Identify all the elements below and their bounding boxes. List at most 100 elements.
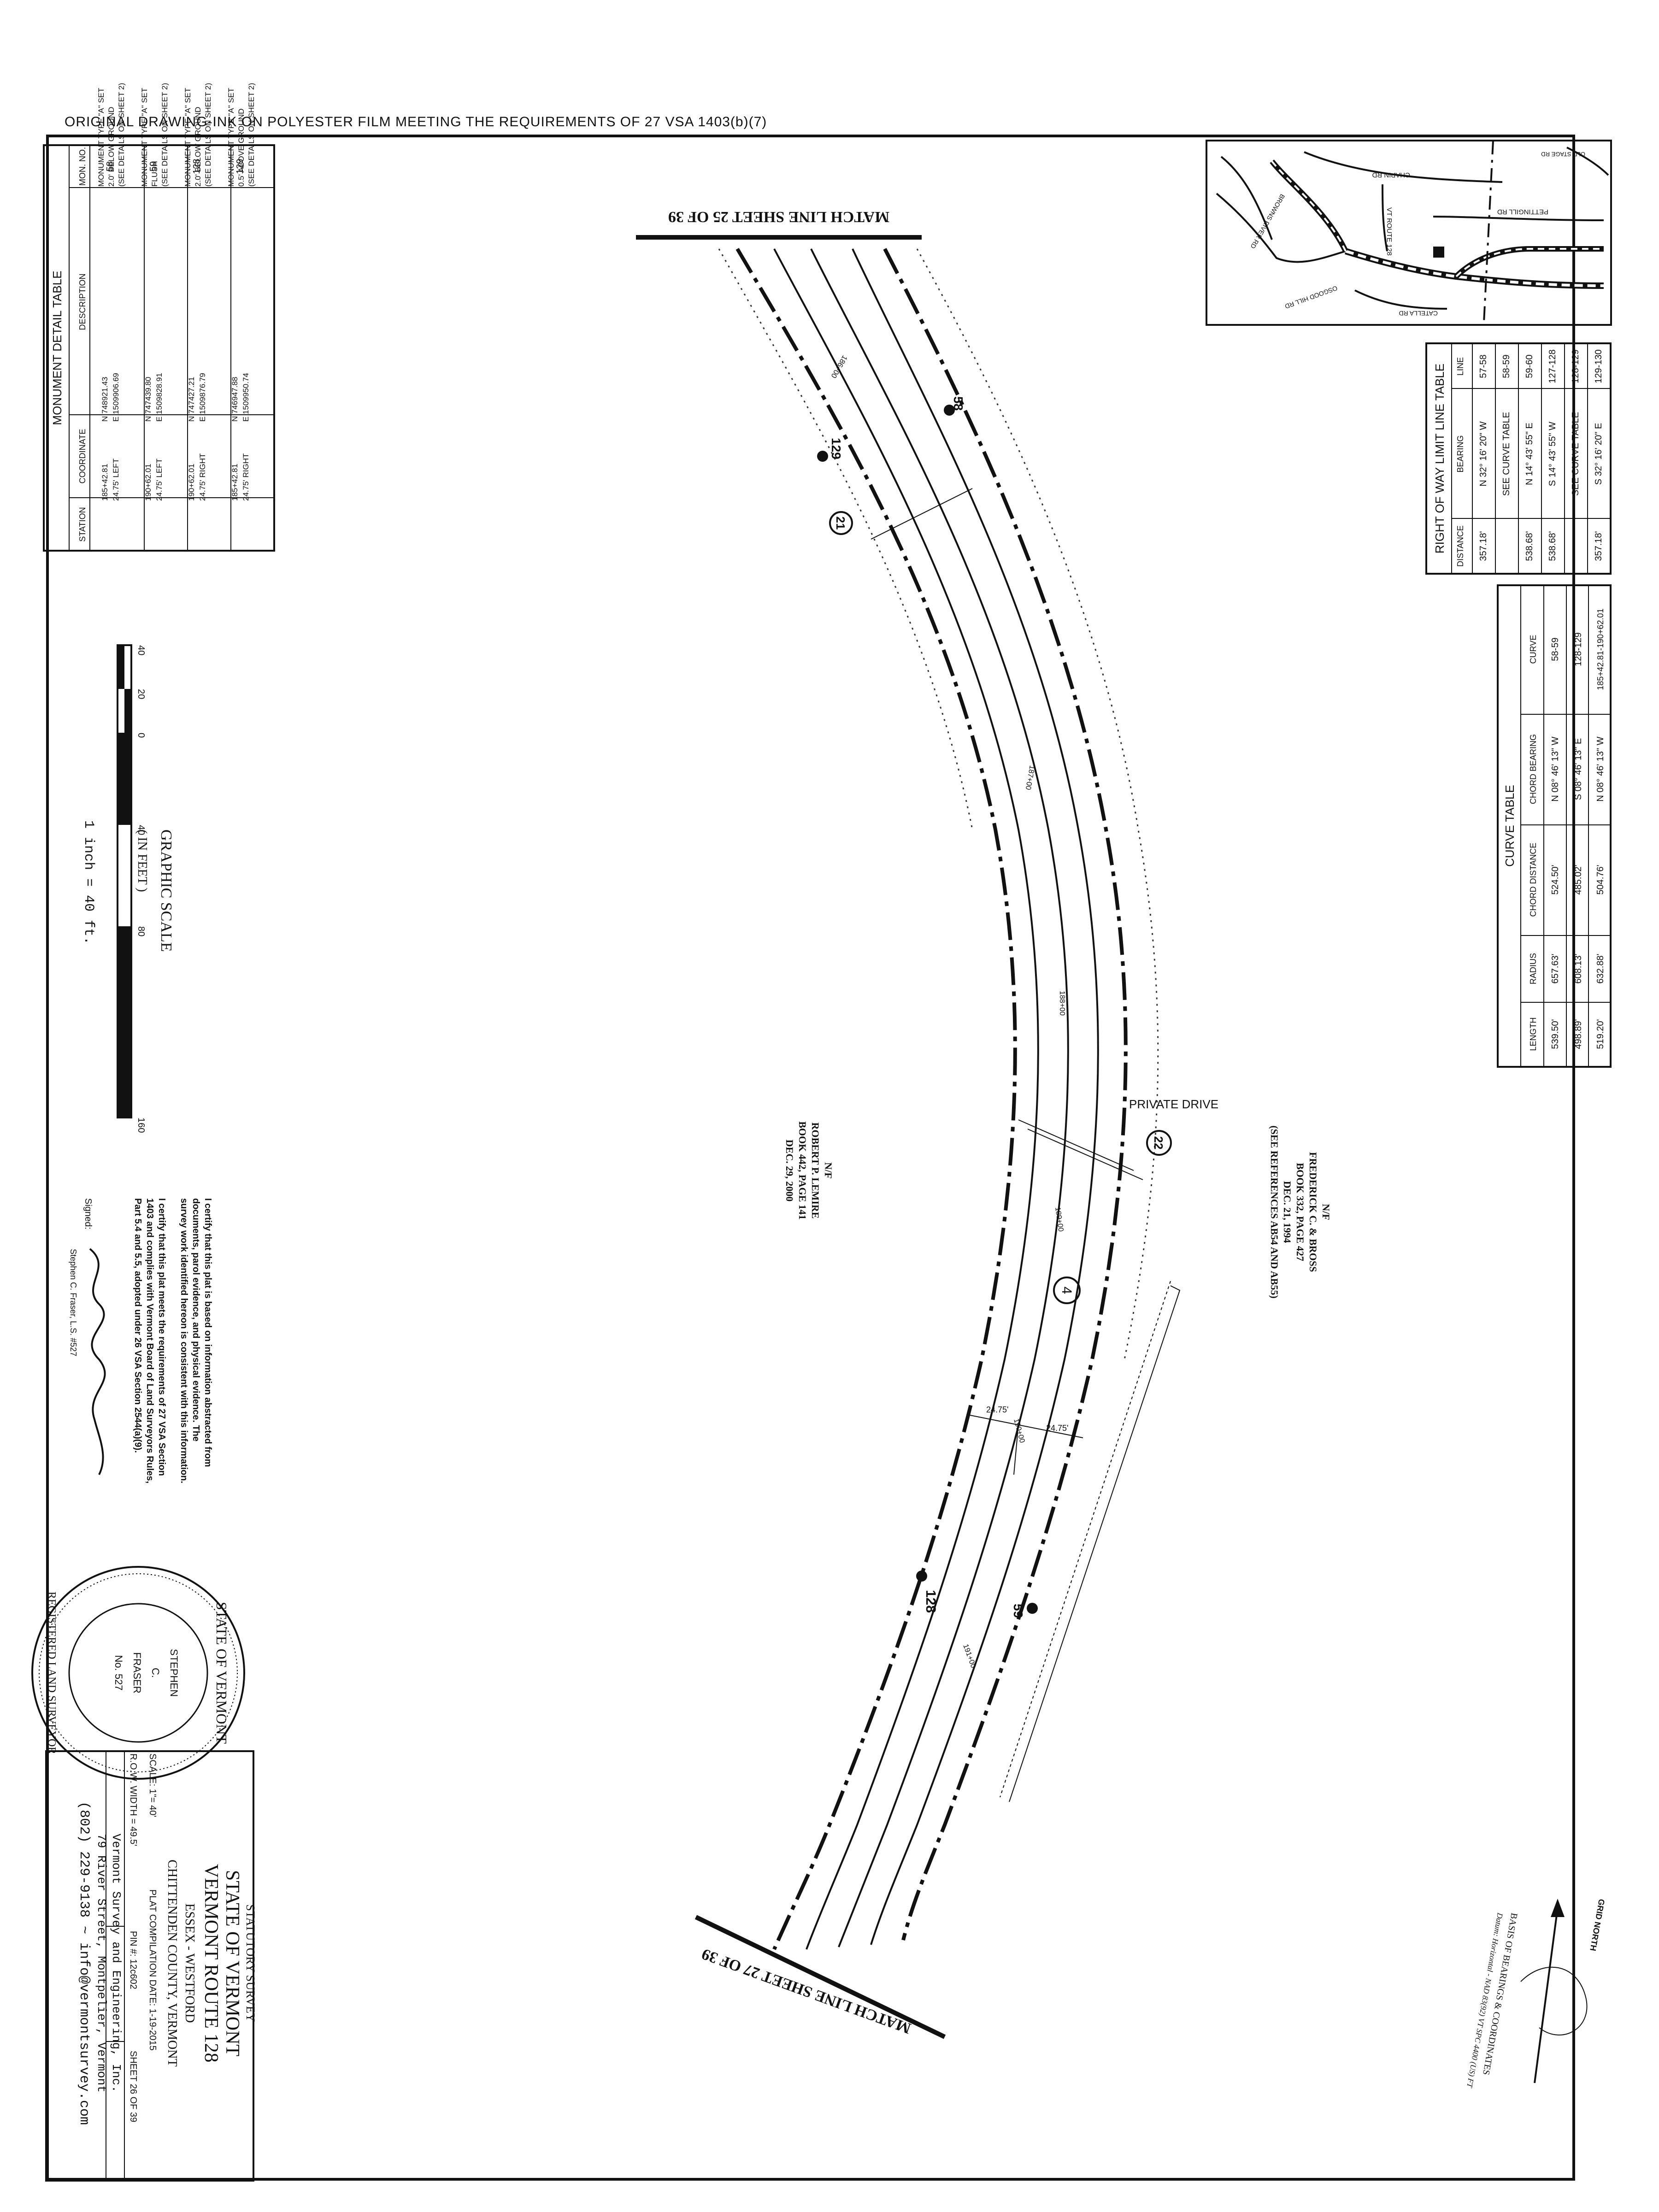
row-bearing: SEE CURVE TABLE: [1501, 412, 1512, 496]
curve-chord-distance: 524.50': [1550, 865, 1560, 895]
scale-tick: 40: [136, 645, 146, 655]
svg-text:BOOK 442, PAGE 141: BOOK 442, PAGE 141: [797, 1121, 808, 1220]
scale-tick: 0: [136, 733, 146, 738]
monument-desc: 0.5' ABOVE GROUND: [237, 108, 246, 187]
row-distance: 538.68': [1547, 531, 1558, 561]
monument-58-label: 58: [951, 396, 965, 411]
signature-image: [89, 1248, 106, 1475]
monument-desc: MONUMENT TYPE "A" SET: [227, 88, 235, 187]
monument-detail-table: MONUMENT DETAIL TABLE MON. NO. DESCRIPTI…: [43, 83, 275, 552]
monument-row: 129 MONUMENT TYPE "A" SET 0.5' ABOVE GRO…: [227, 83, 256, 501]
parcel-22-label: 22: [1152, 1136, 1165, 1150]
map-label-route: VT ROUTE 128: [1385, 207, 1393, 256]
monument-coord: N 747427.21: [187, 377, 196, 422]
curve-radius: 657.63': [1550, 954, 1560, 984]
svg-text:STEPHEN: STEPHEN: [168, 1649, 180, 1697]
svg-text:survey work identified hereon: survey work identified hereon is consist…: [179, 1198, 189, 1483]
owner-right: N/F FREDERICK C. & BROSS BOOK 332, PAGE …: [1269, 1125, 1332, 1298]
title-scale: SCALE: 1"= 40': [147, 1753, 158, 1817]
private-drive-label: PRIVATE DRIVE: [1129, 1097, 1218, 1111]
row-header-bearing: BEARING: [1456, 435, 1465, 472]
curve-id: 128-129: [1573, 632, 1583, 666]
curve-radius: 608.13': [1573, 954, 1583, 984]
monument-desc: (SEE DETAILS ON SHEET 2): [117, 83, 126, 187]
parcel-22-marker: [1146, 1130, 1172, 1156]
station-label: 189+00: [1053, 1206, 1065, 1232]
monument-station: 24.75' RIGHT: [198, 453, 207, 501]
row-limit-table: RIGHT OF WAY LIMIT LINE TABLE LINE BEARI…: [1425, 342, 1612, 575]
curve-chord-bearing: S 08° 46' 13" E: [1573, 738, 1583, 800]
monument-header-station: STATION: [78, 507, 87, 541]
monument-desc: (SEE DETAILS ON SHEET 2): [160, 83, 169, 187]
monument-header-no: MON. NO.: [78, 147, 87, 186]
curve-chord-bearing: N 08° 46' 13" W: [1595, 736, 1606, 801]
drawing-frame: [46, 135, 1575, 2181]
north-arrow: GRID NORTH BASIS OF BEARINGS & COORDINAT…: [1465, 1898, 1606, 2089]
svg-text:documents, parol evidence, and: documents, parol evidence, and physical …: [191, 1198, 201, 1441]
monument-desc: 2.0' BELOW GROUND: [107, 107, 116, 187]
title-row-width: R.O.W. WIDTH = 49.5': [128, 1753, 138, 1846]
offset-label: 24.75': [986, 1405, 1008, 1414]
monument-station: 24.75' LEFT: [112, 459, 120, 501]
monument-128-label: 128: [923, 1590, 938, 1613]
monument-coord: E 1509950.74: [241, 373, 250, 422]
curve-table-title: CURVE TABLE: [1503, 785, 1517, 867]
map-label-catella: CATELLA RD: [1399, 310, 1438, 317]
curve-length: 519.20': [1595, 1019, 1606, 1049]
curve-header: CHORD BEARING: [1529, 734, 1538, 804]
monument-no: 128: [192, 159, 202, 174]
title-towns: ESSEX - WESTFORD: [182, 1903, 197, 2023]
scale-tick: 20: [136, 689, 146, 699]
monument-table-title: MONUMENT DETAIL TABLE: [50, 271, 64, 425]
row-bearing: N 32° 16' 20" W: [1478, 421, 1488, 486]
monument-no: 59: [148, 161, 159, 171]
row-bearing: S 32° 16' 20" E: [1594, 423, 1604, 485]
monument-coord: E 1509876.79: [198, 373, 207, 422]
row-table-body: 57-58 N 32° 16' 20" W 357.18' 58-59 SEE …: [1478, 349, 1604, 561]
curve-length: 498.89': [1573, 1019, 1583, 1049]
row-table-row: 57-58 N 32° 16' 20" W 357.18': [1478, 354, 1488, 561]
svg-text:FREDERICK C. & BROSS: FREDERICK C. & BROSS: [1307, 1152, 1319, 1272]
curve-chord-distance: 485.02': [1573, 865, 1583, 895]
match-line-top: MATCH LINE SHEET 25 OF 39: [668, 208, 889, 225]
monument-coord: N 748921.43: [100, 377, 109, 422]
curve-row: 58-59 N 08° 46' 13" W 524.50' 657.63' 53…: [1550, 637, 1560, 1049]
svg-text:C.: C.: [150, 1668, 161, 1678]
svg-text:BOOK 332, PAGE 427: BOOK 332, PAGE 427: [1294, 1163, 1306, 1261]
svg-text:Stephen C. Fraser, L.S. #527: Stephen C. Fraser, L.S. #527: [69, 1249, 78, 1356]
row-line: 129-130: [1594, 349, 1604, 383]
curve-header: RADIUS: [1529, 953, 1538, 984]
row-bearing: SEE CURVE TABLE: [1571, 412, 1581, 496]
monument-header-coord: COORDINATE: [78, 429, 87, 484]
monument-desc: (SEE DETAILS ON SHEET 2): [204, 83, 212, 187]
svg-text:DEC. 21, 1994: DEC. 21, 1994: [1282, 1181, 1293, 1243]
svg-text:1403 and complies with Vermont: 1403 and complies with Vermont Board of …: [145, 1198, 155, 1483]
scale-unit: ( IN FEET ): [135, 830, 149, 892]
scale-tick: 160: [136, 1118, 146, 1133]
monument-station: 190+62.01: [187, 464, 196, 501]
scale-tick: 40: [136, 825, 146, 835]
surveyor-seal: STATE OF VERMONT REGISTERED LAND SURVEYO…: [31, 1566, 245, 1780]
curve-length: 539.50': [1550, 1019, 1560, 1049]
monument-station: 185+42.81: [230, 464, 239, 501]
monument-row: 128 MONUMENT TYPE "A" SET 2.0' BELOW GRO…: [183, 83, 212, 501]
svg-text:DEC. 29, 2000: DEC. 29, 2000: [784, 1140, 795, 1201]
title-route: VERMONT ROUTE 128: [200, 1864, 222, 2063]
title-sheet: SHEET 26 OF 39: [128, 2051, 138, 2122]
parcel-4-label: 4: [1059, 1287, 1074, 1294]
row-line: 57-58: [1478, 354, 1488, 378]
monument-station: 190+62.01: [144, 464, 153, 501]
monument-coord: E 1509906.69: [112, 373, 120, 422]
title-survey: STATUTORY SURVEY: [244, 1904, 257, 2022]
station-label: 191+00: [961, 1643, 977, 1669]
row-line: 127-128: [1547, 349, 1558, 383]
row-table-row: 129-130 S 32° 16' 20" E 357.18': [1594, 349, 1604, 561]
svg-text:N/F: N/F: [1320, 1204, 1332, 1220]
map-label-pettingill: PETTINGILL RD: [1497, 208, 1548, 216]
curve-row: 128-129 S 08° 46' 13" E 485.02' 608.13' …: [1573, 632, 1583, 1049]
curve-header: LENGTH: [1529, 1017, 1538, 1051]
title-firm: Vermont Survey and Engineering, Inc.: [109, 1834, 123, 2093]
north-arrow-label: GRID NORTH: [1588, 1898, 1606, 1952]
svg-text:(SEE REFERENCES AB54 AND AB55): (SEE REFERENCES AB54 AND AB55): [1269, 1125, 1280, 1298]
